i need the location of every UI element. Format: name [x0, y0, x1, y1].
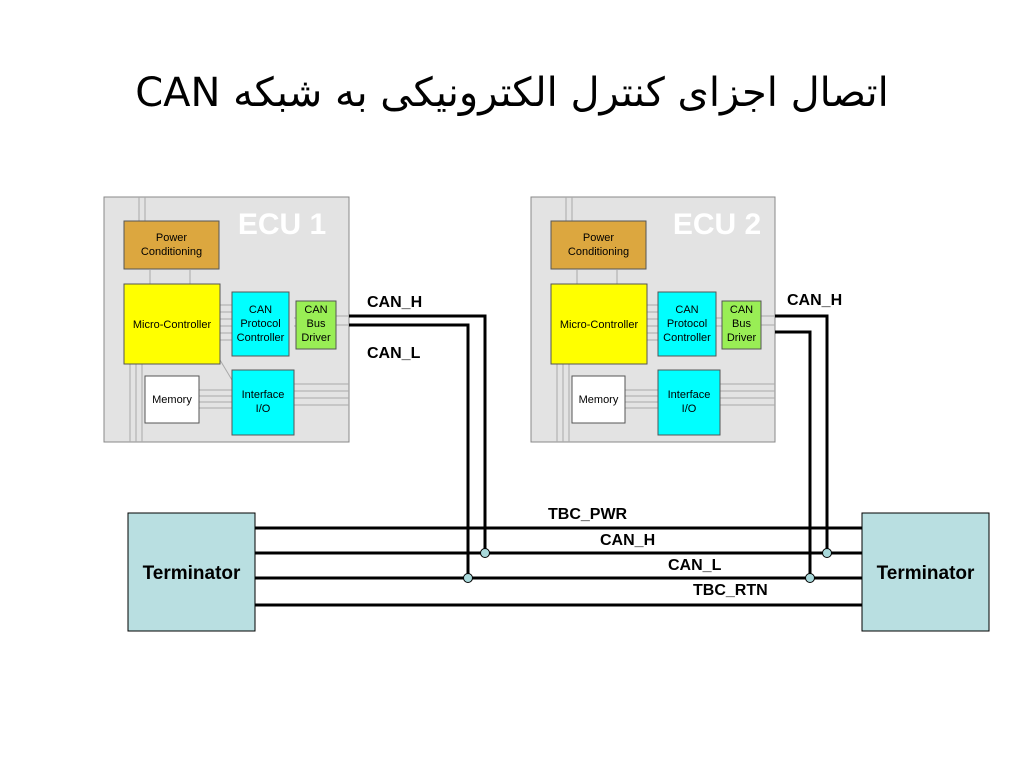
terminator-right: [861, 512, 990, 632]
ecu-2-micro-controller: [550, 283, 648, 365]
ecu-2-canctrl-line3: Controller: [663, 332, 711, 344]
ecu-2-driver-line3: Driver: [727, 332, 757, 344]
ecu-2-interface-line1: Interface: [668, 389, 711, 401]
ecu-1-canctrl-line2: Protocol: [240, 318, 280, 330]
ecu-2-power-line2: Conditioning: [568, 246, 629, 258]
terminator-left-label: Terminator: [143, 563, 241, 584]
junction-ecu1-can-l: [463, 573, 473, 583]
ecu-1-driver-line3: Driver: [301, 332, 331, 344]
ecu-2-interface-io: [657, 369, 721, 436]
page-title: اتصال اجزای کنترل الکترونیکی به شبکه CAN: [135, 70, 889, 116]
ecu-2-can-protocol-controller: [657, 291, 717, 357]
ecu-2-can-h-wire: [775, 314, 829, 553]
ecu-2-can-l-wire: [775, 330, 812, 578]
bus-tbc-rtn-label: TBC_RTN: [693, 582, 768, 599]
ecu-1-can-protocol-controller: [231, 291, 290, 357]
ecu-1-power-line2: Conditioning: [141, 246, 202, 258]
ecu-2-memory-label: Memory: [579, 394, 619, 406]
ecu-2: ECU 2: [530, 196, 776, 443]
ecu-2-traces: [556, 197, 775, 442]
junction-ecu2-can-h: [822, 548, 832, 558]
ecu-2-can-bus-driver: [721, 300, 762, 350]
terminator-left: [127, 512, 256, 632]
bus-wiring: [255, 314, 862, 607]
junction-ecu1-can-h: [480, 548, 490, 558]
ecu-2-label: ECU 2: [673, 208, 761, 241]
bus-can-h-label: CAN_H: [600, 532, 655, 549]
ecu-2-power-line1: Power: [583, 232, 615, 244]
ecu-1-label: ECU 1: [238, 208, 326, 241]
ecu-2-micro-label: Micro-Controller: [560, 319, 639, 331]
bus-tbc-pwr-label: TBC_PWR: [548, 506, 628, 523]
ecu-1-memory-label: Memory: [152, 394, 192, 406]
ecu-1-interface-line2: I/O: [256, 403, 271, 415]
ecu-1-driver-line1: CAN: [304, 304, 327, 316]
ecu-1-canctrl-line3: Controller: [237, 332, 285, 344]
ecu-2-canctrl-line1: CAN: [675, 304, 698, 316]
ecu-1-interface-line1: Interface: [242, 389, 285, 401]
bus-can-l-label: CAN_L: [668, 557, 722, 574]
ecu-2-memory: [571, 375, 626, 424]
ecu-1-can-h-wire: [349, 314, 487, 553]
ecu-2-canctrl-line2: Protocol: [667, 318, 707, 330]
ecu-1: ECU 1: [103, 196, 350, 443]
ecu-1-micro-label: Micro-Controller: [133, 319, 212, 331]
ecu-2-driver-line2: Bus: [732, 318, 751, 330]
ecu-1-can-bus-driver: [295, 300, 337, 350]
junctions: [463, 548, 832, 583]
ecu-1-memory: [144, 375, 200, 424]
ecu-1-power-conditioning: [123, 220, 220, 270]
ecu-2-power-conditioning: [550, 220, 647, 270]
ecu-1-canctrl-line1: CAN: [249, 304, 272, 316]
ecu-2-can-h-label: CAN_H: [787, 292, 842, 309]
ecu-1-power-line1: Power: [156, 232, 188, 244]
ecu-1-traces: [129, 197, 349, 442]
terminator-right-label: Terminator: [877, 563, 975, 584]
ecu-1-can-h-label: CAN_H: [367, 294, 422, 311]
ecu-1-can-l-wire: [349, 323, 470, 578]
junction-ecu2-can-l: [805, 573, 815, 583]
ecu-1-can-l-label: CAN_L: [367, 345, 421, 362]
ecu-2-interface-line2: I/O: [682, 403, 697, 415]
ecu-2-driver-line1: CAN: [730, 304, 753, 316]
ecu-1-micro-controller: [123, 283, 221, 365]
ecu-1-interface-io: [231, 369, 295, 436]
ecu-1-driver-line2: Bus: [307, 318, 326, 330]
